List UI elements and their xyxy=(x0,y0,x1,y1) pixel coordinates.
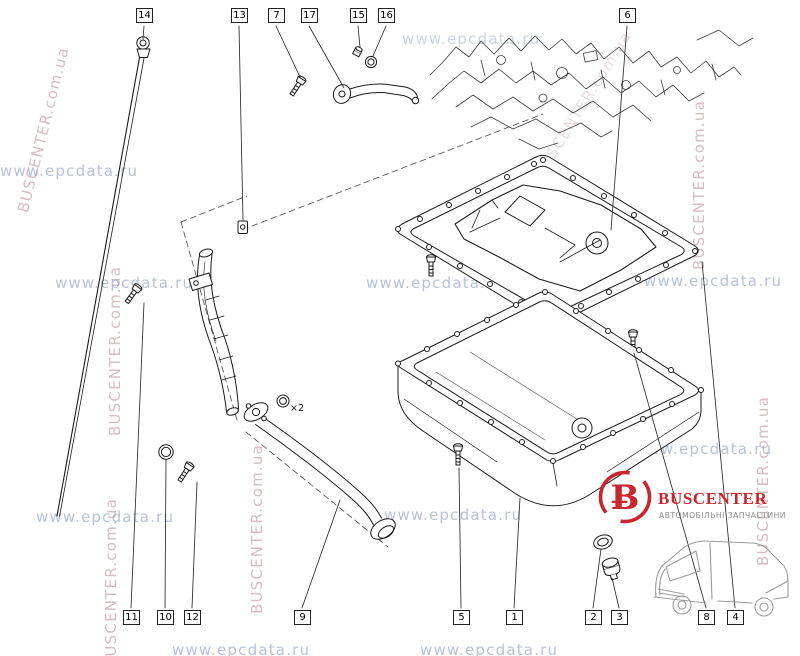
callout-7[interactable]: 7 xyxy=(268,8,285,23)
callout-16[interactable]: 16 xyxy=(378,8,395,23)
x2-annotation: ×2 xyxy=(290,403,304,414)
dipstick-guide-tube xyxy=(188,248,239,416)
oil-pan xyxy=(395,289,704,507)
callout-5[interactable]: 5 xyxy=(453,610,470,625)
engine-block-sketch xyxy=(429,29,754,150)
callout-14[interactable]: 14 xyxy=(136,8,153,23)
logo-tagline: АВТОМОБІЛЬНІ ЗАПЧАСТИНИ xyxy=(659,511,786,520)
callout-15[interactable]: 15 xyxy=(350,8,367,23)
callout-17[interactable]: 17 xyxy=(301,8,318,23)
bolt-11 xyxy=(122,282,144,306)
washer-x2: ×2 xyxy=(276,394,304,414)
bracket-clip xyxy=(237,220,248,234)
alignment-dashed-lines xyxy=(180,113,544,548)
callout-6[interactable]: 6 xyxy=(619,8,636,23)
logo-brand-text: BUSCENTER xyxy=(658,489,768,508)
callout-12[interactable]: 12 xyxy=(184,610,201,625)
oring-10 xyxy=(158,444,174,460)
small-plug-15 xyxy=(352,46,363,58)
buscenter-logo-emblem: Ƀ xyxy=(598,470,652,524)
pan-flange-holes xyxy=(395,289,704,464)
drain-plug xyxy=(601,557,621,581)
callout-10[interactable]: 10 xyxy=(157,610,174,625)
callout-4[interactable]: 4 xyxy=(727,610,744,625)
callout-13[interactable]: 13 xyxy=(231,8,248,23)
callout-1[interactable]: 1 xyxy=(506,610,523,625)
callout-11[interactable]: 11 xyxy=(123,610,140,625)
van-sketch xyxy=(653,540,789,617)
dipstick xyxy=(56,36,151,517)
bolt-7 xyxy=(287,74,308,98)
callout-3[interactable]: 3 xyxy=(611,610,628,625)
callout-9[interactable]: 9 xyxy=(294,610,311,625)
oil-level-sensor xyxy=(332,83,420,105)
logo-symbol: Ƀ xyxy=(611,478,640,518)
baffle-plate xyxy=(454,184,657,292)
drain-plug-washer xyxy=(593,534,613,550)
callout-2[interactable]: 2 xyxy=(585,610,602,625)
bolt-gasket xyxy=(426,254,436,277)
callout-8[interactable]: 8 xyxy=(698,610,715,625)
bolt-12 xyxy=(175,460,196,484)
leader-lines xyxy=(130,25,736,609)
oil-pickup-tube xyxy=(243,402,396,540)
oring-16 xyxy=(364,55,378,69)
